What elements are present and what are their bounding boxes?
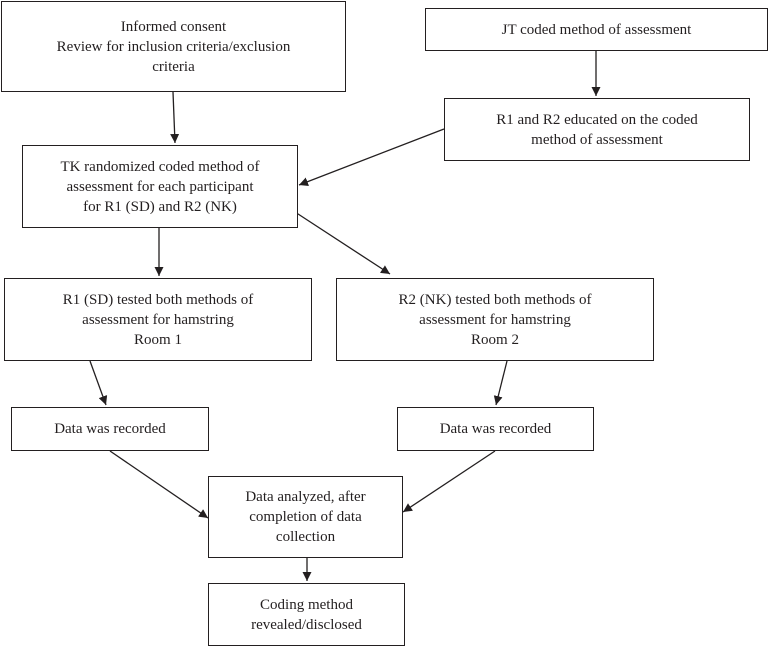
arrow-data1-to-analyzed bbox=[109, 450, 209, 519]
data-recorded-box-2: Data was recorded bbox=[397, 407, 594, 451]
text-line: for R1 (SD) and R2 (NK) bbox=[83, 198, 237, 215]
coding-revealed-box: Coding method revealed/disclosed bbox=[208, 583, 405, 646]
text-line: TK randomized coded method of bbox=[60, 158, 260, 175]
text-line: Informed consent bbox=[120, 18, 227, 35]
text-line: JT coded method of assessment bbox=[501, 21, 692, 38]
text-line: assessment for each participant bbox=[66, 178, 254, 195]
coding-revealed-text: Coding method revealed/disclosed bbox=[251, 595, 362, 635]
text-line: assessment for hamstring bbox=[82, 311, 234, 328]
data-recorded-text-2: Data was recorded bbox=[440, 419, 552, 439]
text-line: R1 (SD) tested both methods of bbox=[62, 291, 254, 308]
text-line: R1 and R2 educated on the coded bbox=[496, 111, 698, 128]
r1-tested-box: R1 (SD) tested both methods of assessmen… bbox=[4, 278, 312, 361]
arrow-data2-to-analyzed bbox=[402, 450, 496, 513]
text-line: criteria bbox=[152, 58, 195, 75]
informed-consent-text: Informed consent Review for inclusion cr… bbox=[57, 17, 291, 77]
data-recorded-box-1: Data was recorded bbox=[11, 407, 209, 451]
arrow-r1-to-data1 bbox=[89, 360, 108, 406]
educated-text: R1 and R2 educated on the coded method o… bbox=[496, 110, 698, 150]
text-line: revealed/disclosed bbox=[251, 616, 362, 633]
text-line: Data analyzed, after bbox=[245, 489, 366, 505]
educated-box: R1 and R2 educated on the coded method o… bbox=[444, 98, 750, 161]
tk-randomized-text: TK randomized coded method of assessment… bbox=[60, 157, 259, 217]
arrow-consent-to-tk bbox=[170, 91, 180, 144]
text-line: Data was recorded bbox=[439, 421, 552, 437]
text-line: Room 2 bbox=[471, 331, 519, 348]
r1-tested-text: R1 (SD) tested both methods of assessmen… bbox=[63, 290, 253, 350]
jt-coded-method-box: JT coded method of assessment bbox=[425, 8, 768, 51]
arrow-tk-to-r2 bbox=[294, 211, 391, 275]
text-line: Room 1 bbox=[134, 331, 182, 348]
r2-tested-text: R2 (NK) tested both methods of assessmen… bbox=[399, 290, 592, 350]
text-line: assessment for hamstring bbox=[419, 311, 571, 328]
text-line: method of assessment bbox=[531, 131, 663, 148]
jt-coded-method-text: JT coded method of assessment bbox=[502, 20, 692, 40]
text-line: R2 (NK) tested both methods of bbox=[398, 291, 592, 308]
text-line: Coding method bbox=[260, 596, 353, 613]
data-recorded-text-1: Data was recorded bbox=[54, 419, 166, 439]
arrow-r2-to-data2 bbox=[493, 360, 508, 406]
tk-randomized-box: TK randomized coded method of assessment… bbox=[22, 145, 298, 228]
arrow-educated-to-tk bbox=[298, 128, 445, 186]
informed-consent-box: Informed consent Review for inclusion cr… bbox=[1, 1, 346, 92]
r2-tested-box: R2 (NK) tested both methods of assessmen… bbox=[336, 278, 654, 361]
data-analyzed-box: Data analyzed, after completion of data … bbox=[208, 476, 403, 558]
data-analyzed-text: Data analyzed, after completion of data … bbox=[245, 487, 365, 547]
text-line: Data was recorded bbox=[54, 421, 166, 437]
text-line: completion of data bbox=[249, 509, 362, 525]
text-line: collection bbox=[275, 529, 336, 545]
text-line: Review for inclusion criteria/exclusion bbox=[56, 38, 291, 55]
